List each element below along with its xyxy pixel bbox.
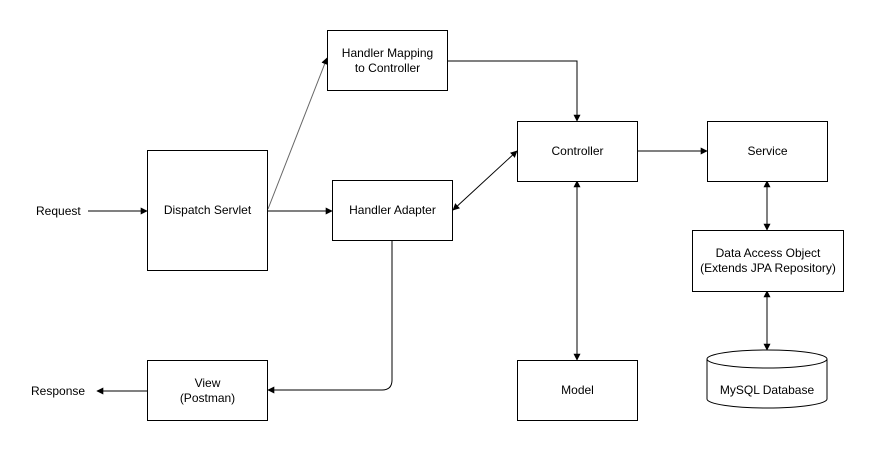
handler-adapter-label: Handler Adapter [349, 203, 436, 217]
handler-mapping-label-line1: Handler Mapping [341, 45, 434, 60]
dao-label-line2: (Extends JPA Repository) [700, 261, 836, 275]
response-label: Response [31, 384, 86, 398]
dao-label-line1: Data Access Object [715, 246, 821, 260]
model-label: Model [561, 383, 594, 397]
adapter-controller-arrow [452, 150, 518, 211]
dao-box: Data Access Object (Extends JPA Reposito… [692, 230, 844, 292]
request-label: Request [36, 204, 81, 218]
handler-mapping-box: Handler Mapping to Controller [327, 30, 448, 91]
database-label: MySQL Database [719, 383, 815, 397]
view-box: View (Postman) [147, 360, 268, 421]
service-box: Service [707, 121, 828, 182]
dispatch-servlet-label: Dispatch Servlet [163, 203, 252, 217]
controller-label: Controller [551, 144, 604, 158]
handler-adapter-box: Handler Adapter [332, 180, 453, 241]
mapping-to-controller-arrow [447, 60, 581, 122]
servlet-to-mapping-arrow [267, 57, 328, 210]
handler-mapping-label-line2: to Controller [354, 60, 421, 75]
view-label-line1: View [194, 375, 221, 390]
database-cylinder [706, 349, 828, 409]
controller-box: Controller [517, 121, 638, 182]
view-label-line2: (Postman) [179, 390, 236, 405]
adapter-to-view-arrow [267, 241, 393, 394]
service-label: Service [747, 144, 788, 158]
model-box: Model [517, 360, 638, 421]
dispatch-servlet-box: Dispatch Servlet [147, 150, 268, 271]
